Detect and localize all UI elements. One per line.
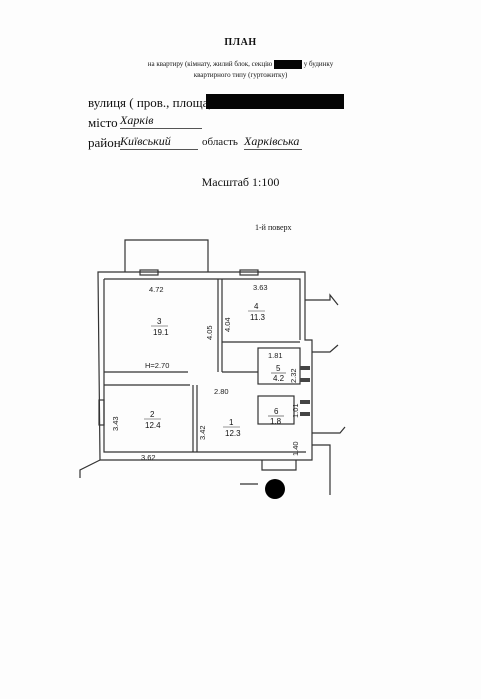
entrance <box>261 460 297 471</box>
redaction-dot <box>265 479 285 499</box>
room-number: 1 <box>229 418 234 427</box>
room-1-label: 1 12.3 <box>223 418 241 438</box>
region-value: Харківська <box>244 134 302 150</box>
ext-mark-5 <box>79 459 101 478</box>
street-redaction <box>206 94 344 109</box>
region-label: область <box>202 136 238 148</box>
room-number: 6 <box>274 407 279 416</box>
city-value: Харків <box>120 113 202 129</box>
room-area: 19.1 <box>153 328 169 337</box>
room-number: 4 <box>254 302 259 311</box>
wall-fill-1 <box>300 366 310 370</box>
room-area: 12.4 <box>145 421 161 430</box>
plan-walls <box>79 239 346 495</box>
inner-wall-line <box>103 278 306 453</box>
subtitle-text: на квартиру (кімнату, жилий блок, секцію <box>147 60 273 69</box>
room-area: 12.3 <box>225 429 241 438</box>
floor-label: 1-й поверх <box>255 223 292 232</box>
ext-mark-2 <box>312 344 339 353</box>
city-label: місто <box>88 115 118 130</box>
room-number: 2 <box>150 410 155 419</box>
street-label: вулиця ( пров., площа) <box>88 95 213 110</box>
window-room2 <box>98 399 105 426</box>
district-value: Київський <box>120 134 198 150</box>
room-number: 3 <box>157 317 162 326</box>
room-4-label: 4 11.3 <box>248 302 266 322</box>
dim-101: 1.01 <box>291 403 300 418</box>
ceiling-height: Н=2.70 <box>145 361 169 370</box>
room-area: 4.2 <box>273 374 285 383</box>
room-2-label: 2 12.4 <box>144 410 161 430</box>
dim-232: 2.32 <box>289 368 298 383</box>
room-number: 5 <box>276 364 281 373</box>
district-label: район <box>88 135 121 150</box>
plan-subtitle-line2: квартирного типу (гуртожитку) <box>193 71 288 79</box>
dim-404: 4.04 <box>223 317 232 332</box>
window-room4 <box>239 269 259 276</box>
subtitle-text-end: у будинку <box>303 60 334 69</box>
ext-mark-4 <box>312 444 331 495</box>
room-6-label: 6 1.8 <box>268 407 284 426</box>
dim-280: 2.80 <box>214 387 229 396</box>
dim-342: 3.42 <box>198 425 207 440</box>
room-area: 11.3 <box>250 313 266 322</box>
dim-181: 1.81 <box>268 351 283 360</box>
wall-fills <box>300 366 310 416</box>
wall-fill-4 <box>300 412 310 416</box>
wall-fill-2 <box>300 378 310 382</box>
room-area: 1.8 <box>270 417 282 426</box>
dim-343: 3.43 <box>111 416 120 431</box>
plan-subtitle-line1: на квартиру (кімнату, жилий блок, секцію… <box>0 60 481 69</box>
ext-mark-3 <box>312 426 346 434</box>
dim-140: 1.40 <box>291 441 300 456</box>
room-5-label: 5 4.2 <box>271 364 286 383</box>
dim-362: 3.62 <box>141 453 156 462</box>
balcony-outline <box>124 239 209 272</box>
plan-title: ПЛАН <box>224 37 257 48</box>
room6-outline <box>257 395 295 425</box>
scale-label: Масштаб 1:100 <box>201 175 280 189</box>
dim-405: 4.05 <box>205 325 214 340</box>
room-3-label: 3 19.1 <box>151 317 169 337</box>
window-room3 <box>139 269 159 276</box>
wall-fill-3 <box>300 400 310 404</box>
dim-363: 3.63 <box>253 283 268 292</box>
ext-mark-1 <box>305 293 339 306</box>
dim-472: 4.72 <box>149 285 164 294</box>
redaction-block <box>274 60 302 69</box>
